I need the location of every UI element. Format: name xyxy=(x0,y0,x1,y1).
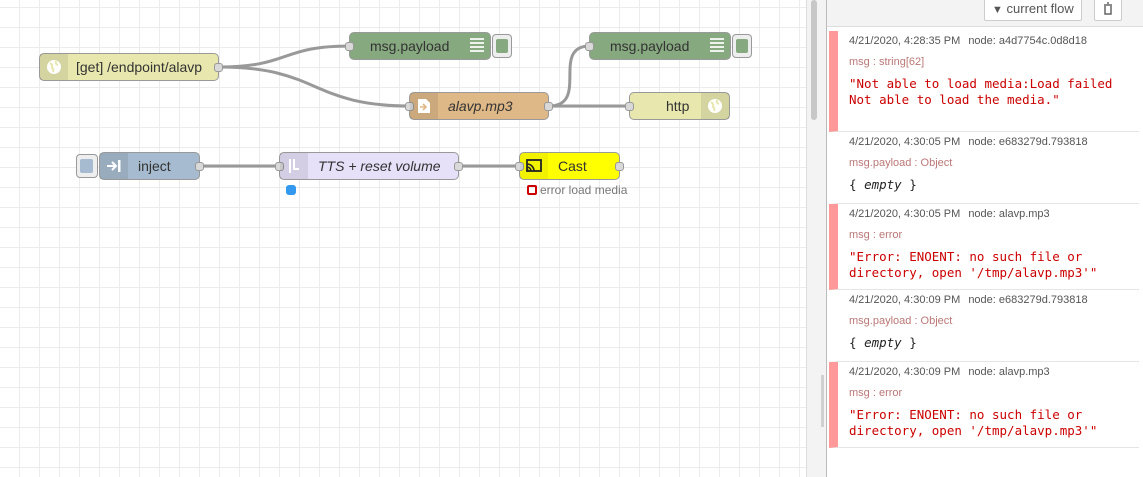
tts-function-node[interactable]: TTS + reset volume xyxy=(275,152,463,180)
debug-label: msg.payload xyxy=(610,38,690,54)
globe-icon xyxy=(701,93,729,119)
output-port[interactable] xyxy=(544,102,553,111)
debug-toggle-button[interactable] xyxy=(492,34,512,58)
inject-label: inject xyxy=(138,158,171,174)
wire-http-to-file xyxy=(218,65,411,108)
cast-status: error load media xyxy=(527,183,627,197)
file-icon xyxy=(410,93,438,119)
template-icon xyxy=(280,153,308,179)
output-port[interactable] xyxy=(195,162,204,171)
arrow-in-icon xyxy=(100,153,128,179)
message-node-link[interactable]: node: e683279d.793818 xyxy=(968,136,1088,148)
debug-list-icon xyxy=(470,38,484,54)
debug-message[interactable]: 4/21/2020, 4:28:35 PM node: a4d7754c.0d8d… xyxy=(829,31,1139,132)
splitter-grip[interactable] xyxy=(821,375,824,427)
debug-message[interactable]: 4/21/2020, 4:30:05 PM node: e683279d.7938… xyxy=(829,132,1139,204)
filter-icon: ▼ xyxy=(992,4,1003,16)
filter-label: current flow xyxy=(1006,1,1074,16)
http-response-label: http xyxy=(666,98,690,114)
http-in-node[interactable]: [get] /endpoint/alavp xyxy=(39,53,223,81)
debug-message[interactable]: 4/21/2020, 4:30:09 PM node: alavp.mp3 msg… xyxy=(829,362,1139,448)
tts-label: TTS + reset volume xyxy=(318,158,441,174)
message-type: msg : error xyxy=(849,229,903,241)
http-response-node[interactable]: http xyxy=(625,92,730,120)
trash-icon xyxy=(1104,2,1112,15)
debug-node-2[interactable]: msg.payload xyxy=(585,32,752,60)
output-port[interactable] xyxy=(454,162,463,171)
message-time: 4/21/2020, 4:30:05 PM xyxy=(849,136,961,148)
wire-http-to-debug1 xyxy=(218,44,351,69)
message-type: msg.payload : Object xyxy=(849,157,953,169)
message-type: msg.payload : Object xyxy=(849,315,953,327)
output-port[interactable] xyxy=(615,162,624,171)
message-node-link[interactable]: node: a4d7754c.0d8d18 xyxy=(968,35,1087,47)
message-type: msg : error xyxy=(849,387,903,399)
changed-indicator xyxy=(286,185,296,195)
output-port[interactable] xyxy=(214,63,223,72)
object-value: empty xyxy=(864,335,902,350)
message-time: 4/21/2020, 4:30:05 PM xyxy=(849,208,961,220)
message-value[interactable]: { empty } xyxy=(849,177,917,192)
debug-node-1[interactable]: msg.payload xyxy=(345,32,512,60)
message-value: "Not able to load media:Load failed Not … xyxy=(849,76,1120,107)
message-value[interactable]: { empty } xyxy=(849,335,917,350)
cast-icon xyxy=(520,153,548,179)
cast-label: Cast xyxy=(558,158,587,174)
inject-node[interactable]: inject xyxy=(76,152,204,180)
cast-status-text: error load media xyxy=(540,183,628,197)
message-node-link[interactable]: node: e683279d.793818 xyxy=(968,294,1088,306)
globe-icon xyxy=(40,54,68,80)
input-port[interactable] xyxy=(275,162,284,171)
scrollbar-thumb[interactable] xyxy=(811,0,817,120)
input-port[interactable] xyxy=(515,162,524,171)
status-ring-icon xyxy=(527,185,537,195)
input-port[interactable] xyxy=(345,42,354,51)
debug-message[interactable]: 4/21/2020, 4:30:09 PM node: e683279d.7938… xyxy=(829,290,1139,362)
sidebar-splitter[interactable] xyxy=(820,0,827,477)
message-time: 4/21/2020, 4:30:09 PM xyxy=(849,366,961,378)
wire-file-to-debug2 xyxy=(548,44,591,108)
input-port[interactable] xyxy=(625,102,634,111)
flow-canvas[interactable]: [get] /endpoint/alavp msg.payload msg.pa… xyxy=(0,0,806,477)
message-type: msg : string[62] xyxy=(849,56,925,68)
debug-message[interactable]: 4/21/2020, 4:30:05 PM node: alavp.mp3 msg… xyxy=(829,204,1139,290)
file-in-label: alavp.mp3 xyxy=(448,98,513,114)
debug-toolbar: ▼ current flow xyxy=(827,0,1143,27)
debug-label: msg.payload xyxy=(370,38,450,54)
canvas-scrollbar[interactable] xyxy=(806,0,820,477)
debug-toggle-button[interactable] xyxy=(732,34,752,58)
debug-sidebar: ▼ current flow 4/21/2020, 4:28:35 PM node… xyxy=(827,0,1143,477)
object-value: empty xyxy=(864,177,902,192)
cast-node[interactable]: Cast xyxy=(515,152,624,180)
message-value: "Error: ENOENT: no such file or director… xyxy=(849,249,1098,280)
flow-wires xyxy=(200,44,630,168)
input-port[interactable] xyxy=(405,102,414,111)
message-node-link[interactable]: node: alavp.mp3 xyxy=(968,208,1050,220)
debug-message-list[interactable]: 4/21/2020, 4:28:35 PM node: a4d7754c.0d8d… xyxy=(829,31,1139,448)
filter-button[interactable]: ▼ current flow xyxy=(984,0,1082,21)
message-value: "Error: ENOENT: no such file or director… xyxy=(849,407,1098,438)
message-time: 4/21/2020, 4:30:09 PM xyxy=(849,294,961,306)
message-node-link[interactable]: node: alavp.mp3 xyxy=(968,366,1050,378)
clear-log-button[interactable] xyxy=(1094,0,1122,21)
inject-trigger-button[interactable] xyxy=(76,154,98,178)
http-in-label: [get] /endpoint/alavp xyxy=(76,59,203,75)
message-time: 4/21/2020, 4:28:35 PM xyxy=(849,35,961,47)
file-in-node[interactable]: alavp.mp3 xyxy=(405,92,553,120)
debug-list-icon xyxy=(710,38,724,54)
input-port[interactable] xyxy=(585,42,594,51)
